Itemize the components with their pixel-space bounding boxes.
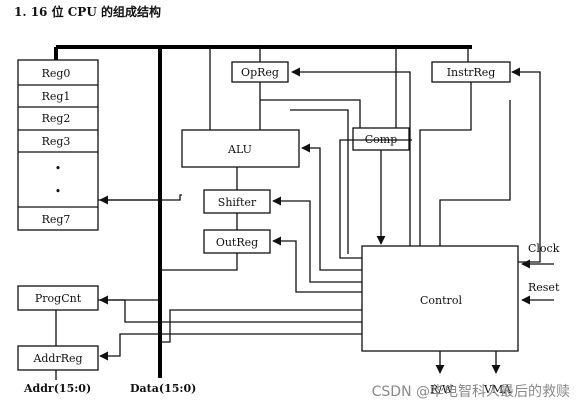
control-to-progcnt-arrow bbox=[99, 295, 362, 323]
opreg-label: OpReg bbox=[241, 66, 279, 79]
register-file: Reg0 Reg1 Reg2 Reg3 • • Reg7 bbox=[17, 59, 99, 231]
control-label: Control bbox=[420, 294, 462, 307]
outreg-to-bus-wire bbox=[160, 253, 238, 271]
opreg-to-comp-wire bbox=[260, 99, 361, 128]
register-file-frame bbox=[17, 59, 99, 231]
control-to-alu-arrow bbox=[301, 143, 362, 271]
outreg-label: OutReg bbox=[216, 236, 258, 249]
control-to-comp-wire bbox=[339, 139, 412, 259]
control-to-instrreg-arrow bbox=[511, 67, 541, 263]
bus-to-registers-arrow bbox=[99, 194, 182, 205]
register-reg3: Reg3 bbox=[42, 135, 71, 148]
vma-label: VMA bbox=[483, 383, 512, 396]
progcnt-block bbox=[17, 285, 99, 311]
register-reg0: Reg0 bbox=[42, 67, 71, 80]
control-to-bus-wire bbox=[160, 309, 362, 343]
register-reg7: Reg7 bbox=[42, 213, 71, 226]
alu-label: ALU bbox=[227, 143, 252, 156]
figure-heading: 1. 16 位 CPU 的组成结构 bbox=[14, 4, 161, 19]
instrreg-decode-wire bbox=[439, 100, 511, 246]
csdn-watermark: CSDN @华电智科人最后的救赎 bbox=[372, 383, 570, 400]
register-ellipsis-dot: • bbox=[55, 162, 62, 175]
register-reg2: Reg2 bbox=[42, 112, 71, 125]
register-ellipsis-dot: • bbox=[55, 185, 62, 198]
addrreg-block bbox=[17, 345, 99, 371]
control-to-shifter-arrow bbox=[272, 196, 362, 283]
clock-label: Clock bbox=[528, 242, 560, 255]
progcnt-label: ProgCnt bbox=[35, 292, 82, 305]
rw-label: R/W bbox=[430, 383, 454, 396]
control-block bbox=[361, 245, 519, 352]
addrreg-label: AddrReg bbox=[32, 352, 82, 365]
control-to-outreg-arrow bbox=[272, 236, 362, 293]
control-to-opreg-arrow bbox=[291, 67, 411, 246]
register-reg1: Reg1 bbox=[42, 90, 71, 103]
alu-block bbox=[181, 129, 300, 168]
addr-bus-label: Addr(15:0) bbox=[23, 382, 91, 395]
instrreg-to-control-wire bbox=[419, 82, 472, 246]
reset-label: Reset bbox=[528, 281, 560, 294]
control-to-addrreg-arrow bbox=[99, 333, 362, 361]
control-bus-tap bbox=[290, 109, 349, 254]
instrreg-label: InstrReg bbox=[447, 66, 496, 79]
shifter-label: Shifter bbox=[218, 196, 257, 209]
data-bus-label: Data(15:0) bbox=[130, 382, 196, 395]
